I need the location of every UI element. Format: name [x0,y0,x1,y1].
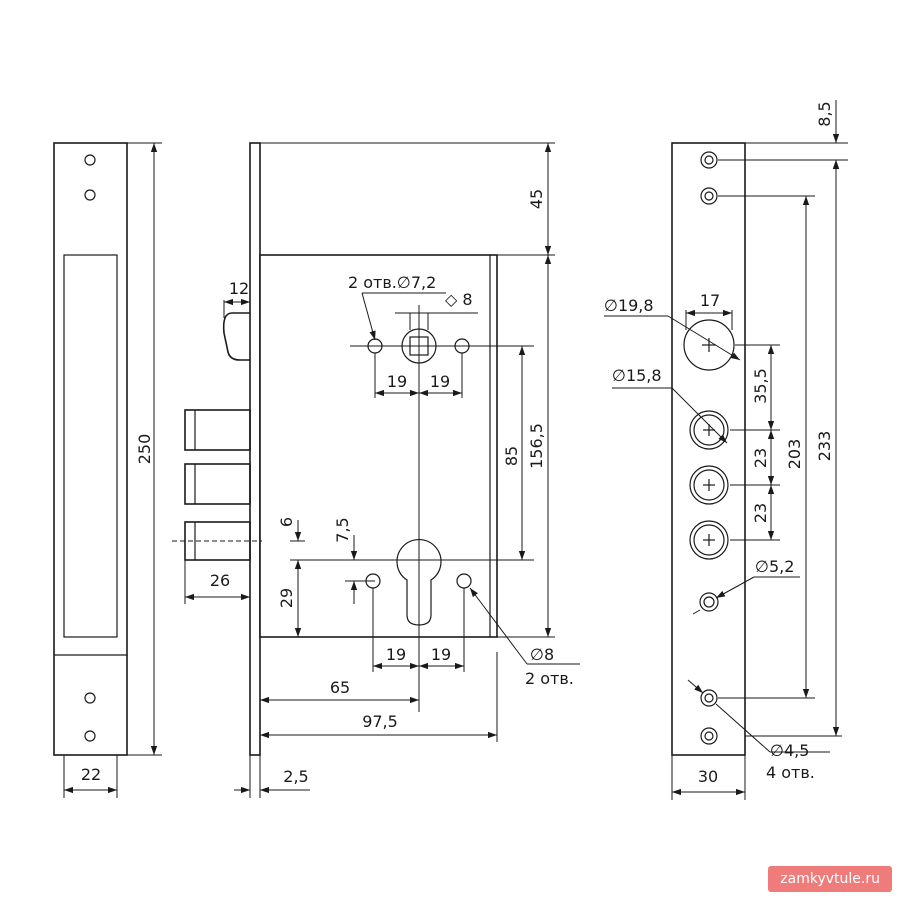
dim-2-5: 2,5 [283,767,308,786]
dim-85: 85 [502,446,521,466]
side-view: 45 156,5 85 2 отв.∅7,2 ◇ 8 19 19 12 26 [172,142,580,798]
dim-7-5: 7,5 [333,517,352,542]
label-d5-2: ∅5,2 [755,557,794,576]
dim-250: 250 [135,434,154,465]
deadbolt-top [184,409,251,451]
dim-12: 12 [229,279,249,298]
strike-screw-hole [700,727,718,745]
faceplate-inner-slot [63,254,118,638]
label-hole-8: ∅8 [530,645,554,664]
lock-case [259,254,498,638]
strike-screw-hole [700,151,718,169]
label-hole-8-count: 2 отв. [525,669,574,688]
latch-bolt [222,312,250,361]
dim-23-b: 23 [751,503,770,523]
screw-hole [84,730,96,742]
watermark-badge: zamkyvtule.ru [768,866,892,892]
strike-plate-outline [671,142,746,756]
bolt-opening [689,465,729,505]
label-holes-top: 2 отв.∅7,2 [348,273,436,292]
dim-45: 45 [527,189,546,209]
label-spindle-square: ◇ 8 [445,290,473,309]
strike-screw-hole [700,689,718,707]
deadbolt-middle [184,463,251,505]
dim-17: 17 [700,291,720,310]
dim-19-top-left: 19 [387,372,407,391]
dim-8-5: 8,5 [815,101,834,126]
dim-35-5: 35,5 [751,368,770,404]
label-d19-8: ∅19,8 [604,296,654,315]
screw-hole [84,154,96,166]
bolt-opening [689,520,729,560]
dim-97-5: 97,5 [362,712,398,731]
dim-22: 22 [81,765,101,784]
faceplate-outline [53,142,128,756]
dim-19-top-right: 19 [430,372,450,391]
dim-29: 29 [277,588,296,608]
strike-plate-view: 8,5 233 203 35,5 23 23 17 ∅19,8 ∅15,8 ∅5… [604,100,848,800]
bolt-opening [689,410,729,450]
label-d15-8: ∅15,8 [612,366,662,385]
dim-233: 233 [815,431,834,462]
dim-23-a: 23 [751,448,770,468]
strike-screw-hole [700,187,718,205]
dim-30: 30 [698,767,718,786]
dim-156-5: 156,5 [527,423,546,469]
label-d4-5: ∅4,5 [770,741,809,760]
dim-19-bottom-right: 19 [431,645,451,664]
screw-hole [84,692,96,704]
strike-mount-hole [699,592,719,612]
cylinder-hole [396,539,442,626]
dim-6: 6 [277,517,296,527]
dim-203: 203 [785,439,804,470]
dim-26: 26 [210,571,230,590]
latch-opening [683,319,735,371]
front-view: 250 22 [53,142,162,798]
side-faceplate [249,142,261,756]
label-strike-holes-count: 4 отв. [766,763,815,782]
dim-65: 65 [330,678,350,697]
dim-19-bottom-left: 19 [386,645,406,664]
screw-hole [84,189,96,201]
